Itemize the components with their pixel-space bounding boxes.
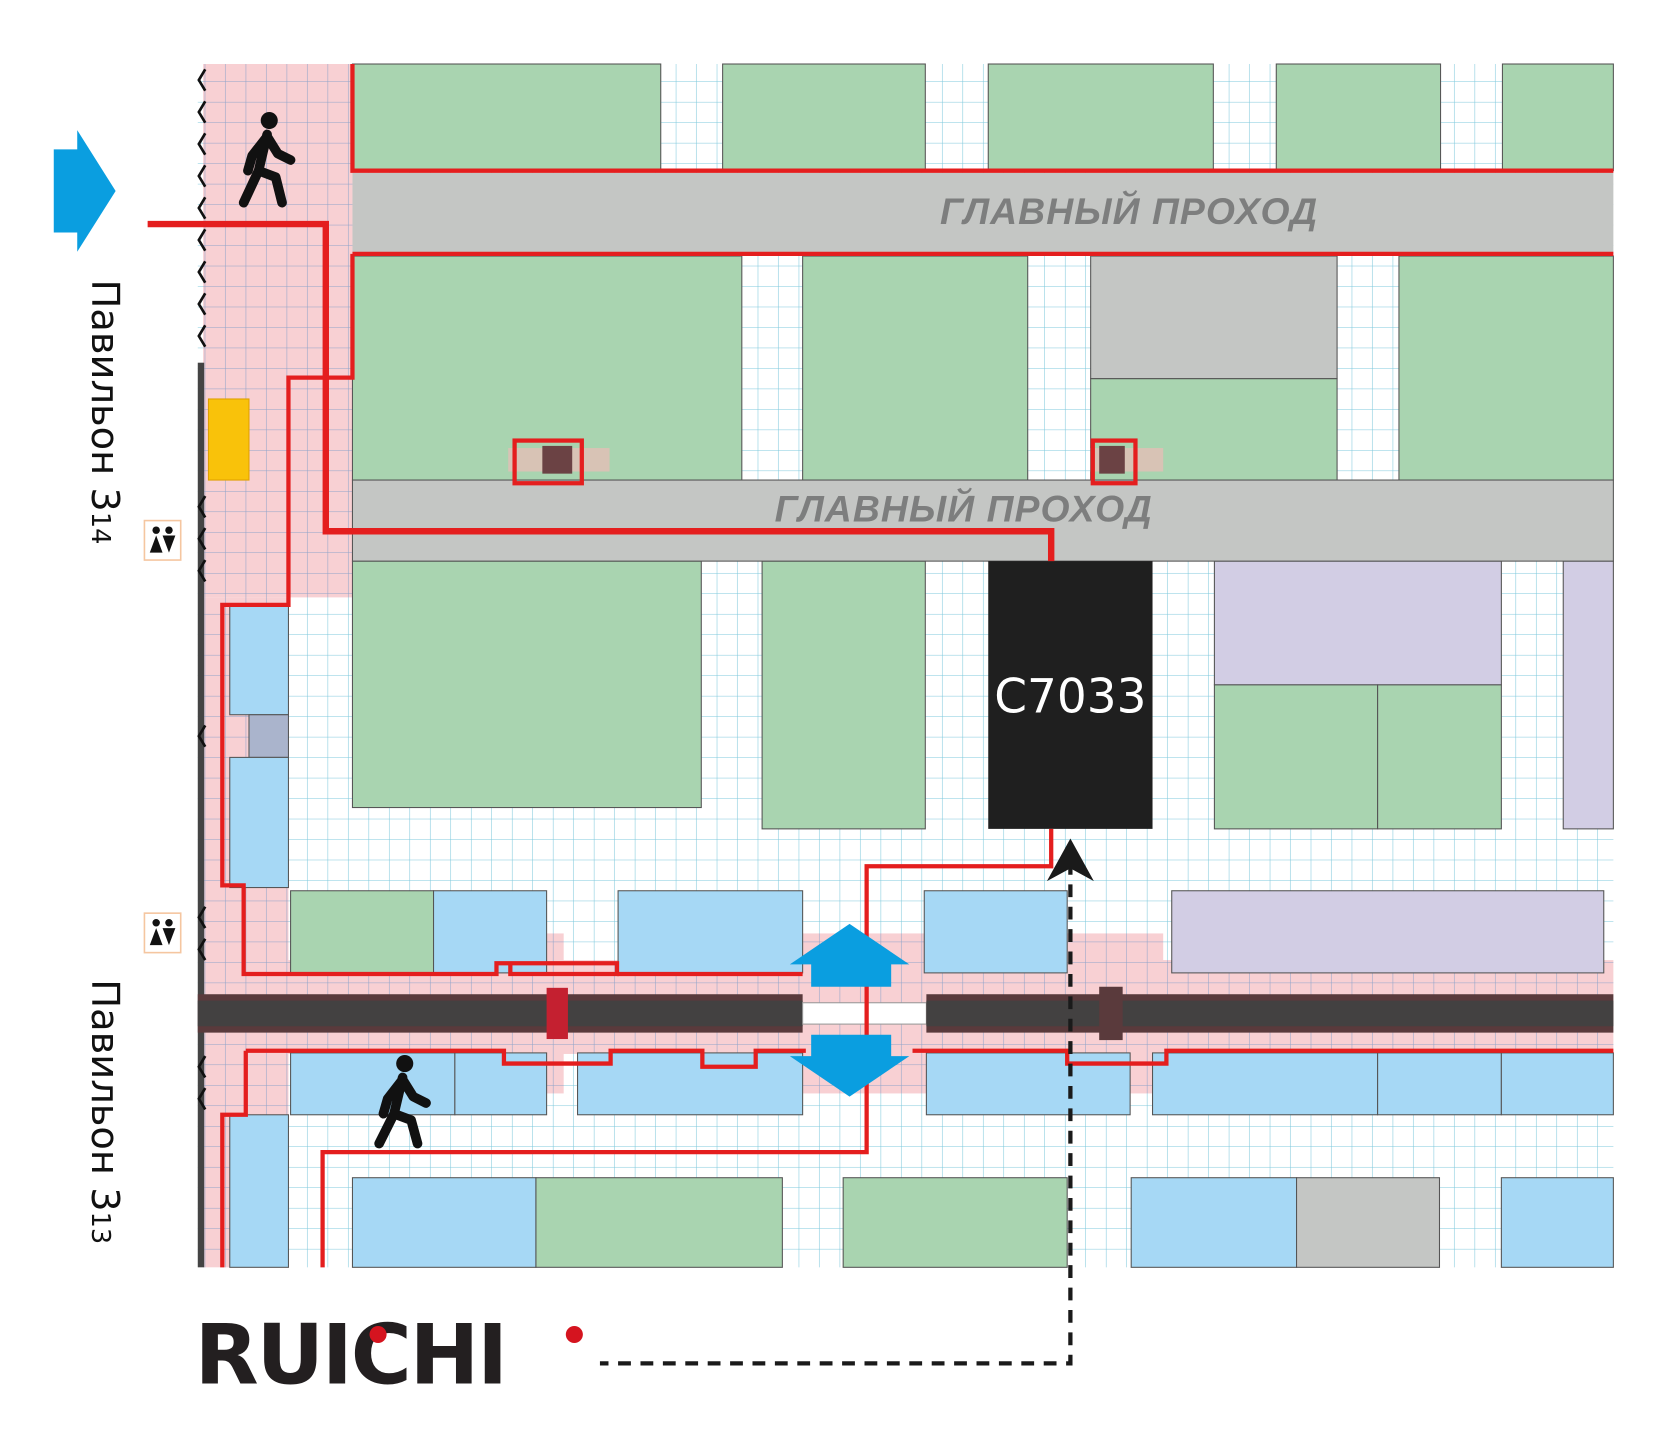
pavilion-label-314: Павильон 314 bbox=[82, 279, 127, 544]
main-aisle-middle bbox=[351, 479, 1614, 562]
escalator-up-icon bbox=[789, 923, 910, 987]
pedestrian-icon bbox=[374, 1055, 431, 1149]
target-booth[interactable]: C7033 bbox=[988, 561, 1153, 829]
aisle-label-middle: ГЛАВНЫЙ ПРОХОД bbox=[775, 488, 1153, 530]
info-point bbox=[207, 398, 250, 481]
restroom-icon bbox=[143, 912, 182, 954]
svg-text:RUICHI: RUICHI bbox=[195, 1307, 506, 1404]
pavilion-label-313: Павильон 313 bbox=[82, 979, 127, 1244]
escalator-down-icon bbox=[789, 1034, 910, 1097]
main-aisle-top bbox=[352, 172, 1614, 254]
pedestrian-icon bbox=[238, 112, 296, 208]
booth-number: C7033 bbox=[994, 670, 1146, 725]
logo-pointer-line bbox=[599, 861, 1073, 1366]
route-lines bbox=[220, 64, 1614, 1268]
restroom-icon bbox=[143, 519, 182, 561]
route-to-booth bbox=[147, 220, 1055, 562]
booths bbox=[229, 63, 1614, 1268]
arrowhead-icon bbox=[1046, 838, 1094, 882]
aisle-label-top: ГЛАВНЫЙ ПРОХОД bbox=[940, 190, 1318, 232]
doors bbox=[197, 68, 207, 1111]
entrance-arrow-icon bbox=[53, 130, 116, 252]
ruichi-logo: RUICHI bbox=[195, 1307, 583, 1404]
kiosks bbox=[508, 438, 1164, 486]
travelator bbox=[197, 986, 1614, 1041]
hall-wall bbox=[197, 362, 205, 1268]
